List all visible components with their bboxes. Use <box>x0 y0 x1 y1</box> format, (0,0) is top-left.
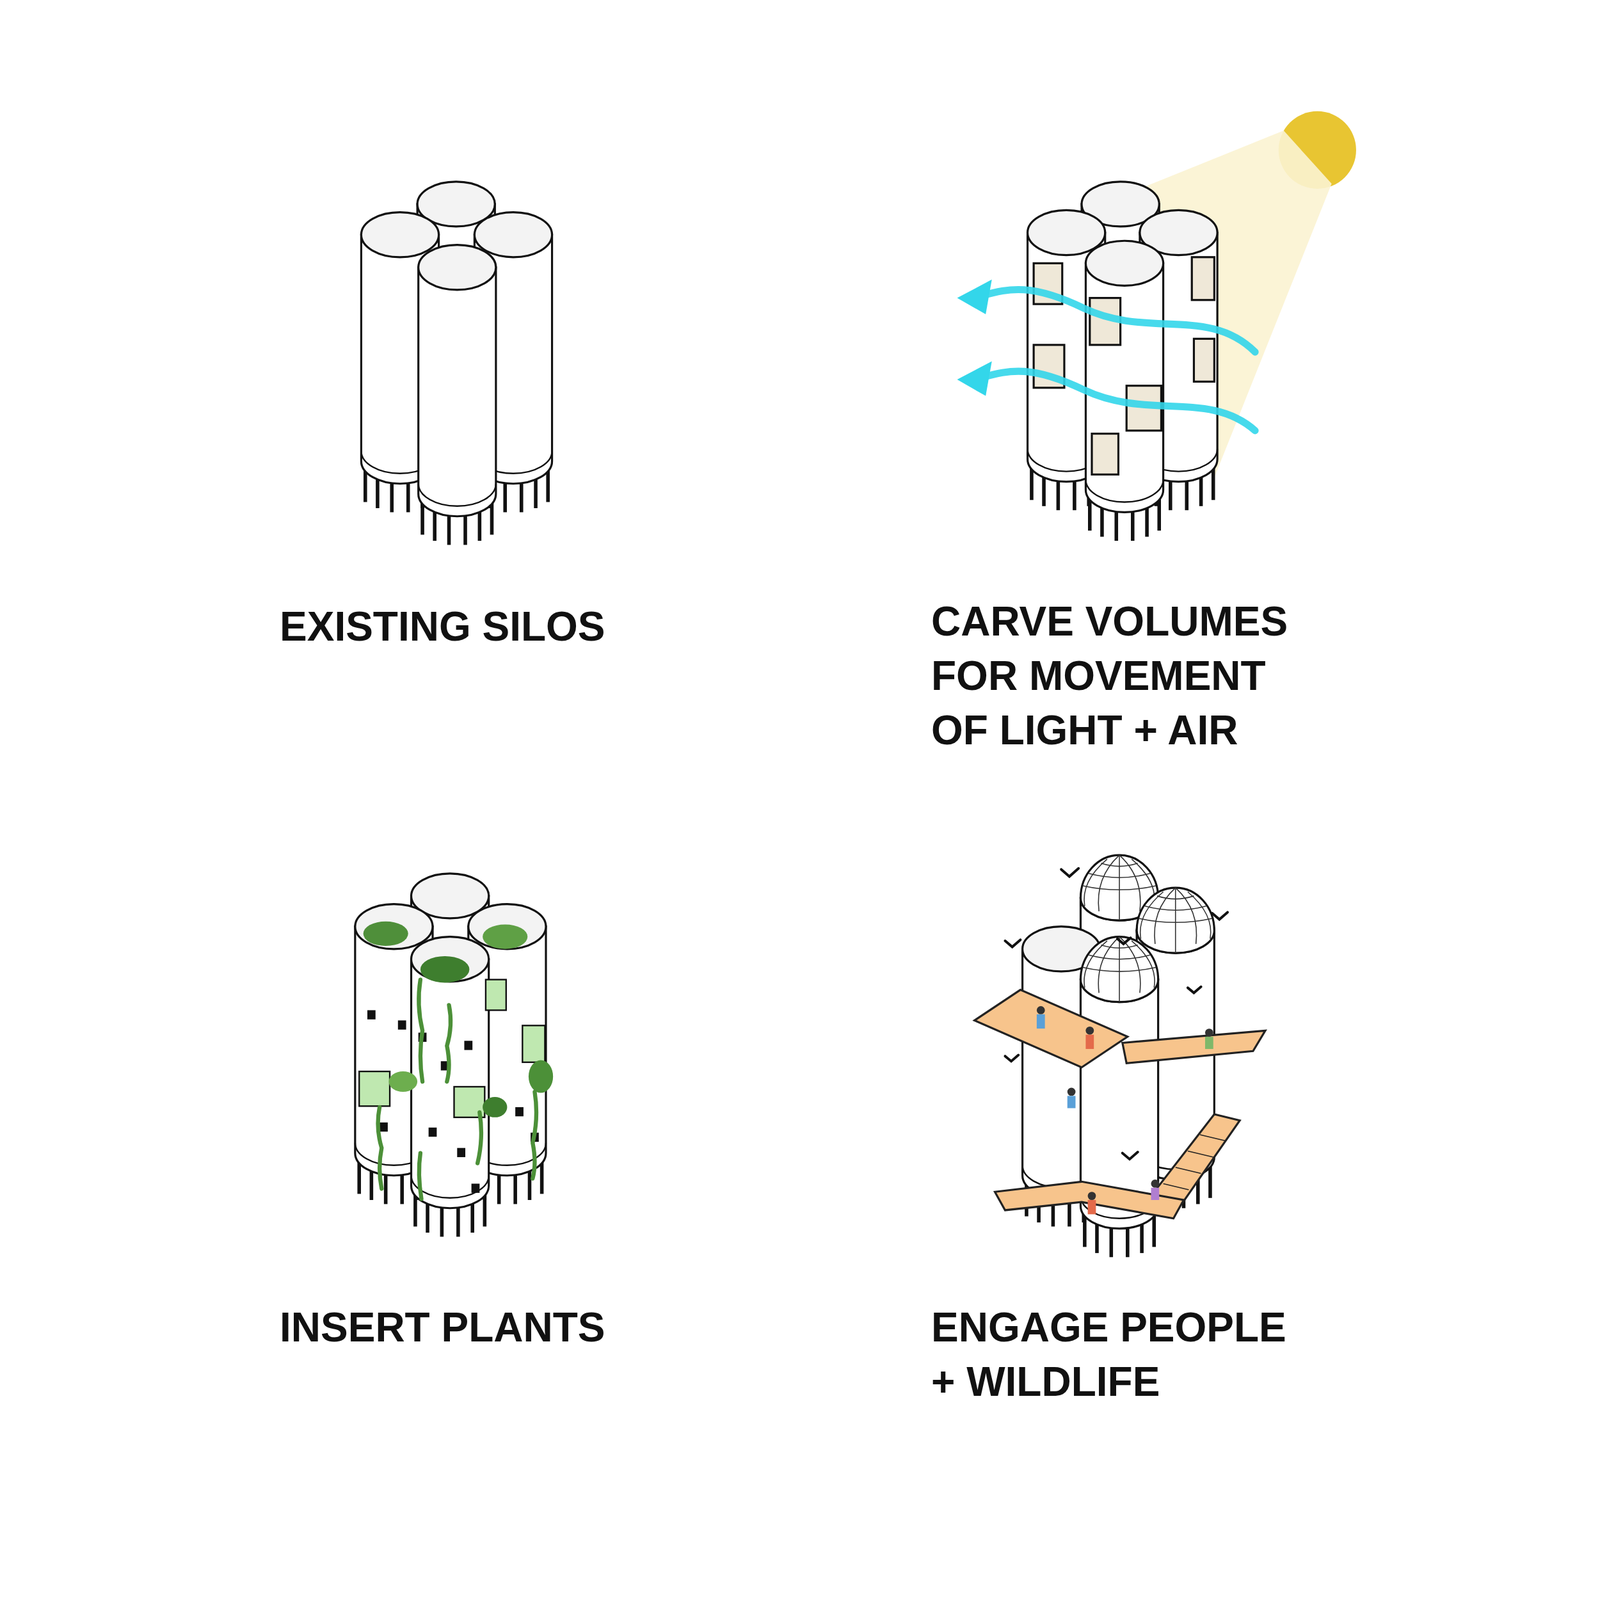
bird <box>1212 912 1228 920</box>
air-arrow <box>981 289 1256 352</box>
vine <box>477 1112 482 1164</box>
leaves <box>388 1071 418 1092</box>
stair-treads <box>1163 1134 1226 1190</box>
existing-silos <box>360 181 552 546</box>
window <box>379 1122 388 1132</box>
silo <box>411 936 489 1238</box>
vines <box>378 979 537 1200</box>
person-head <box>1205 1028 1214 1037</box>
person-head <box>1085 1026 1094 1035</box>
person-body <box>1036 1014 1046 1029</box>
leaves <box>482 1096 507 1118</box>
opening <box>522 1025 545 1062</box>
step-caption: INSERT PLANTS <box>279 1300 664 1355</box>
vine <box>378 1107 383 1190</box>
carved-openings <box>1033 257 1215 475</box>
foliage <box>363 921 554 1118</box>
silo <box>418 245 496 546</box>
step-caption: ENGAGE PEOPLE + WILDLIFE <box>931 1300 1316 1410</box>
vine <box>532 1091 537 1179</box>
silo <box>1085 240 1163 541</box>
leaves <box>420 956 470 983</box>
vine <box>446 1004 451 1082</box>
opening <box>359 1071 390 1106</box>
windows <box>367 1009 539 1193</box>
window <box>464 1040 473 1050</box>
green-openings <box>359 979 545 1118</box>
arrow-head <box>957 360 992 396</box>
opening <box>485 979 507 1011</box>
leaves <box>363 921 409 946</box>
people <box>1036 1006 1214 1215</box>
walkways <box>974 990 1266 1219</box>
person-body <box>1067 1095 1076 1108</box>
person-body <box>1085 1034 1094 1049</box>
person-head <box>1150 1179 1160 1188</box>
window <box>471 1183 480 1193</box>
person-body <box>1088 1200 1097 1215</box>
opening <box>1191 257 1215 301</box>
tread <box>1175 1167 1202 1174</box>
person-body <box>1150 1187 1160 1200</box>
person-head <box>1088 1191 1097 1200</box>
vine <box>419 1153 422 1200</box>
step-caption: CARVE VOLUMES FOR MOVEMENT OF LIGHT + AI… <box>931 594 1316 758</box>
window <box>456 1148 466 1158</box>
window <box>367 1009 376 1019</box>
tread <box>1163 1183 1190 1190</box>
person-body <box>1205 1036 1214 1049</box>
person-head <box>1067 1088 1076 1097</box>
bird <box>1122 1152 1138 1160</box>
tread <box>1200 1134 1226 1142</box>
air-arrow <box>981 371 1256 431</box>
bird <box>1117 937 1131 944</box>
planted-silos <box>355 873 553 1238</box>
bird <box>1061 868 1079 877</box>
dome <box>1136 887 1215 953</box>
opening <box>1193 338 1215 382</box>
stair <box>1150 1114 1240 1204</box>
leaves <box>482 924 528 950</box>
window <box>428 1127 438 1137</box>
vine <box>418 979 423 1082</box>
bird <box>1187 986 1202 994</box>
deck <box>974 990 1128 1068</box>
window <box>515 1107 524 1117</box>
walkway <box>1122 1030 1266 1064</box>
person-head <box>1036 1006 1046 1015</box>
bird <box>1004 1055 1019 1062</box>
opening <box>1091 433 1119 475</box>
birds <box>1004 868 1228 1160</box>
step-caption: EXISTING SILOS <box>279 599 664 655</box>
carved-silos <box>957 111 1357 541</box>
arrow-head <box>957 279 992 315</box>
dome <box>1080 936 1158 1003</box>
air-flow <box>981 289 1256 431</box>
window <box>398 1020 407 1030</box>
tread <box>1187 1150 1214 1158</box>
leaves <box>528 1060 553 1094</box>
bird <box>1004 939 1021 947</box>
engaged-silos <box>974 855 1266 1257</box>
